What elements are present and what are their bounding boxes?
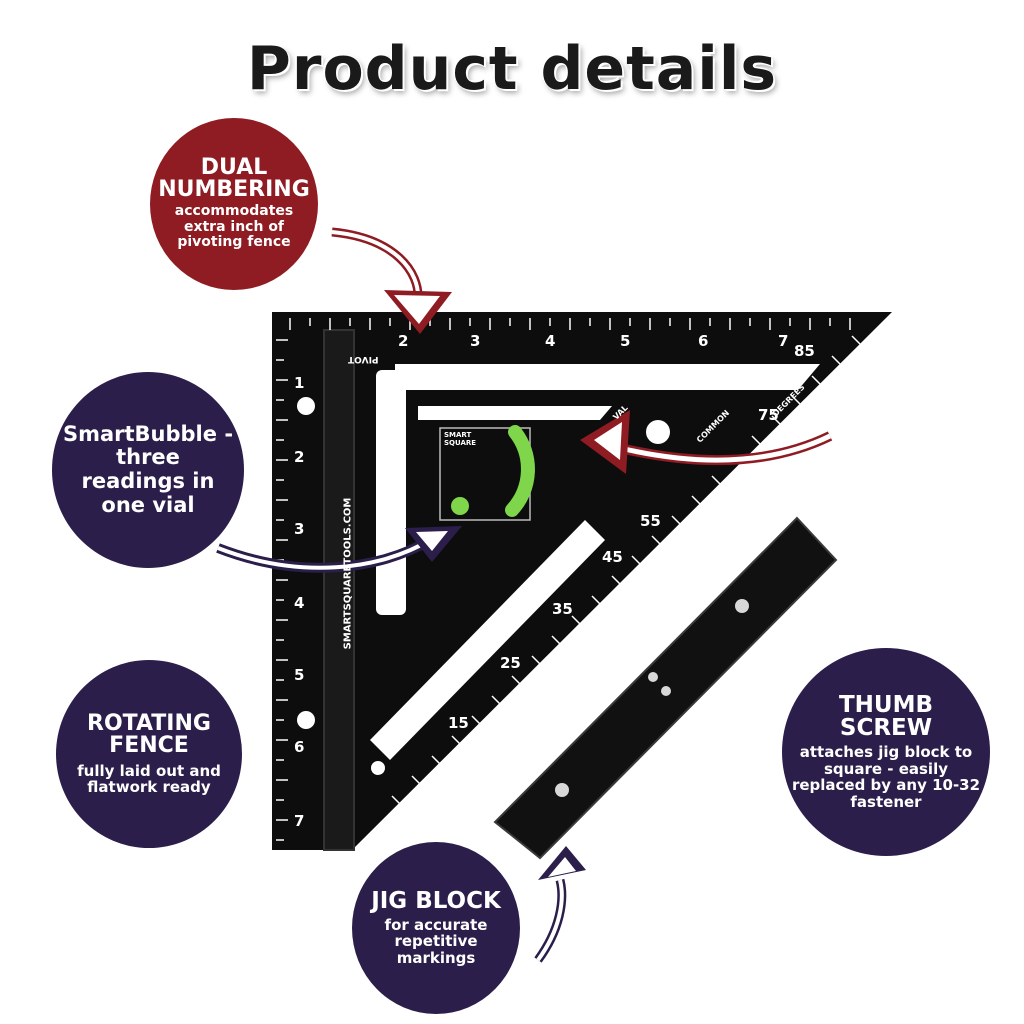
- arrow-jig-block: [534, 846, 586, 963]
- svg-text:35: 35: [552, 600, 573, 618]
- arrow-dual-numbering: [331, 227, 452, 334]
- callout-thumb-screw-text: attaches jig block to square - easily re…: [791, 743, 981, 811]
- pivot-label: PIVOT: [348, 354, 379, 364]
- callout-jig-block-text: for accurate repetitive markings: [384, 915, 488, 967]
- svg-text:25: 25: [500, 654, 521, 672]
- callout-thumb-screw-heading: THUMB SCREW: [838, 692, 934, 741]
- arrow-vial: [580, 410, 833, 474]
- callout-rotating-fence: ROTATING FENCE fully laid out and flatwo…: [56, 660, 242, 848]
- svg-text:4: 4: [294, 594, 304, 612]
- callout-dual-numbering-heading: DUAL NUMBERING: [158, 155, 310, 203]
- callout-dual-numbering-text: accommodates extra inch of pivoting fenc…: [174, 203, 294, 251]
- svg-text:7: 7: [294, 812, 304, 830]
- page-title: Product details: [246, 34, 778, 104]
- svg-text:5: 5: [620, 332, 630, 350]
- svg-text:7: 7: [778, 332, 788, 350]
- smart-square-logo-label: SMART SQUARE: [444, 431, 477, 447]
- callout-smartbubble: SmartBubble - three readings in one vial: [52, 372, 244, 568]
- callout-jig-block-heading: JIG BLOCK: [371, 887, 501, 914]
- svg-text:6: 6: [294, 738, 304, 756]
- callout-thumb-screw: THUMB SCREW attaches jig block to square…: [782, 648, 990, 856]
- callout-smartbubble-heading: SmartBubble - three readings in one vial: [62, 421, 234, 517]
- svg-text:6: 6: [698, 332, 708, 350]
- svg-text:2: 2: [398, 332, 408, 350]
- svg-text:85: 85: [794, 342, 815, 360]
- brand-url-label: SMARTSQUARETOOLS.COM: [342, 497, 354, 650]
- hypotenuse-ticks: [391, 335, 861, 805]
- callout-jig-block: JIG BLOCK for accurate repetitive markin…: [352, 842, 520, 1014]
- smartbubble-vial: [439, 425, 535, 521]
- svg-text:5: 5: [294, 666, 304, 684]
- svg-text:75: 75: [758, 406, 779, 424]
- svg-text:4: 4: [545, 332, 555, 350]
- jig-block: [493, 516, 838, 860]
- callout-rotating-fence-heading: ROTATING FENCE: [87, 710, 211, 758]
- svg-text:3: 3: [470, 332, 480, 350]
- left-ruler-ticks: [276, 339, 288, 841]
- svg-text:1: 1: [294, 374, 304, 392]
- svg-text:3: 3: [294, 520, 304, 538]
- top-ruler-ticks: [289, 318, 851, 330]
- svg-text:2: 2: [294, 448, 304, 466]
- arrow-smartbubble: [216, 526, 462, 573]
- svg-text:15: 15: [448, 714, 469, 732]
- svg-text:55: 55: [640, 512, 661, 530]
- callout-dual-numbering: DUAL NUMBERING accommodates extra inch o…: [150, 118, 318, 290]
- svg-text:45: 45: [602, 548, 623, 566]
- callout-rotating-fence-text: fully laid out and flatwork ready: [77, 761, 221, 796]
